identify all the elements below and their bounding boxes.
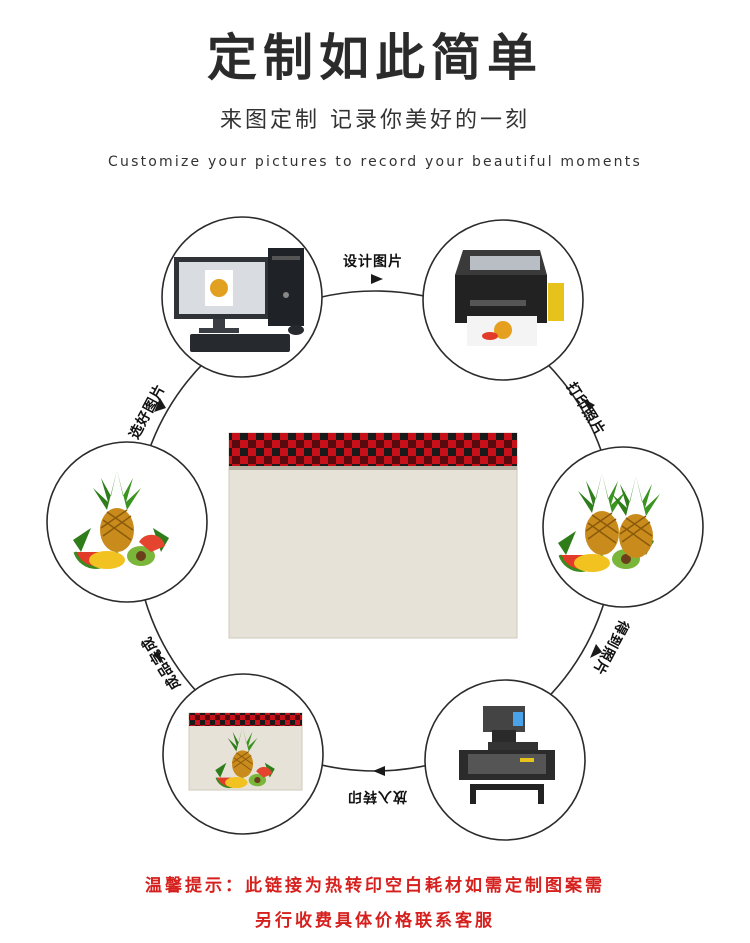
- page-title: 定制如此简单: [207, 29, 543, 87]
- step-circle-print: [422, 219, 584, 381]
- step-circle-finished: [162, 673, 324, 835]
- heat-press-icon: [459, 706, 555, 804]
- page-subtitle-english: Customize your pictures to record your b…: [108, 154, 642, 170]
- step-circle-design: [161, 216, 323, 378]
- arrow-icon: [154, 398, 166, 412]
- notice-line-1: 温馨提示：此链接为热转印空白耗材如需定制图案需: [145, 876, 605, 896]
- arrow-icon: [153, 650, 164, 664]
- finished-placemat-icon: [188, 712, 303, 791]
- step-circle-choose: [46, 441, 208, 603]
- step-circle-get-photo: [542, 446, 704, 608]
- arrow-icon: [373, 766, 385, 776]
- arrow-icon: [590, 644, 602, 658]
- printer-icon: [455, 250, 564, 346]
- arrow-icon: [371, 274, 383, 284]
- step-label-transfer: 放入转印: [347, 788, 407, 804]
- arrow-icon: [582, 398, 595, 410]
- notice-line-2: 另行收费具体价格联系客服: [255, 911, 495, 931]
- blank-placemat: [228, 432, 518, 639]
- computer-icon: [174, 248, 304, 352]
- step-circle-transfer: [424, 679, 586, 841]
- page-subtitle: 来图定制 记录你美好的一刻: [220, 108, 530, 133]
- step-label-design: 设计图片: [343, 254, 403, 270]
